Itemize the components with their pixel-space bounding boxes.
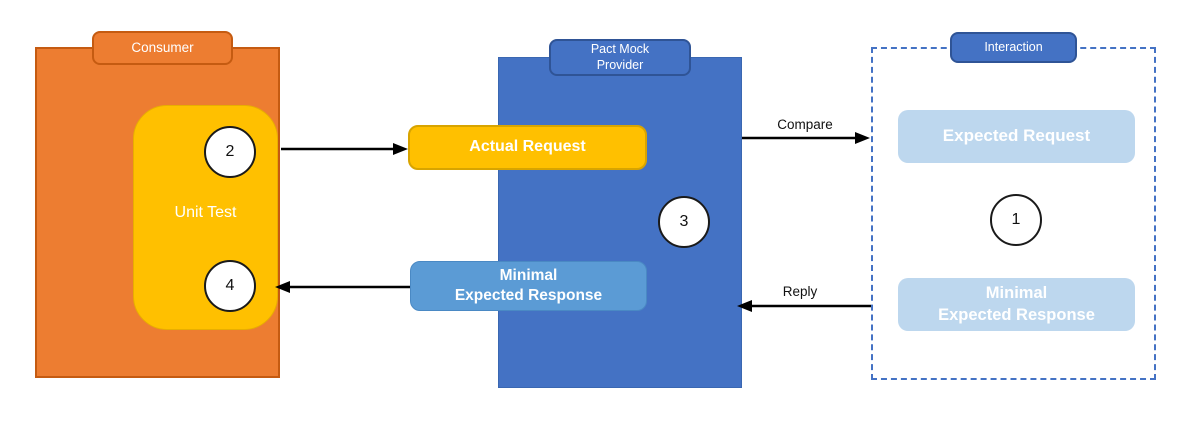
minimal-expected-response-node-interaction: Minimal Expected Response	[898, 278, 1135, 331]
step-4-circle: 4	[204, 260, 256, 312]
step-2-circle: 2	[204, 126, 256, 178]
reply-arrow-label: Reply	[782, 284, 818, 299]
consumer-tab-label: Consumer	[131, 39, 194, 55]
pact-mock-provider-tab-label: Pact Mock Provider	[590, 41, 650, 72]
pact-mock-provider-tab: Pact Mock Provider	[549, 39, 691, 76]
arrow-reply	[737, 300, 871, 312]
step-3-circle: 3	[658, 196, 710, 248]
actual-request-node: Actual Request	[408, 125, 647, 170]
minimal-expected-response-node-provider: Minimal Expected Response	[410, 261, 647, 311]
interaction-tab: Interaction	[950, 32, 1077, 63]
unit-test-label: Unit Test	[174, 204, 237, 221]
actual-request-label: Actual Request	[469, 138, 586, 156]
compare-arrow-label: Compare	[777, 117, 833, 132]
expected-request-node: Expected Request	[898, 110, 1135, 163]
interaction-tab-label: Interaction	[984, 39, 1043, 54]
arrow-response	[275, 281, 410, 293]
consumer-tab: Consumer	[92, 31, 233, 65]
arrow-compare	[742, 132, 870, 144]
expected-request-label: Expected Request	[942, 126, 1091, 146]
arrow-request	[281, 143, 408, 155]
step-1-circle: 1	[990, 194, 1042, 246]
